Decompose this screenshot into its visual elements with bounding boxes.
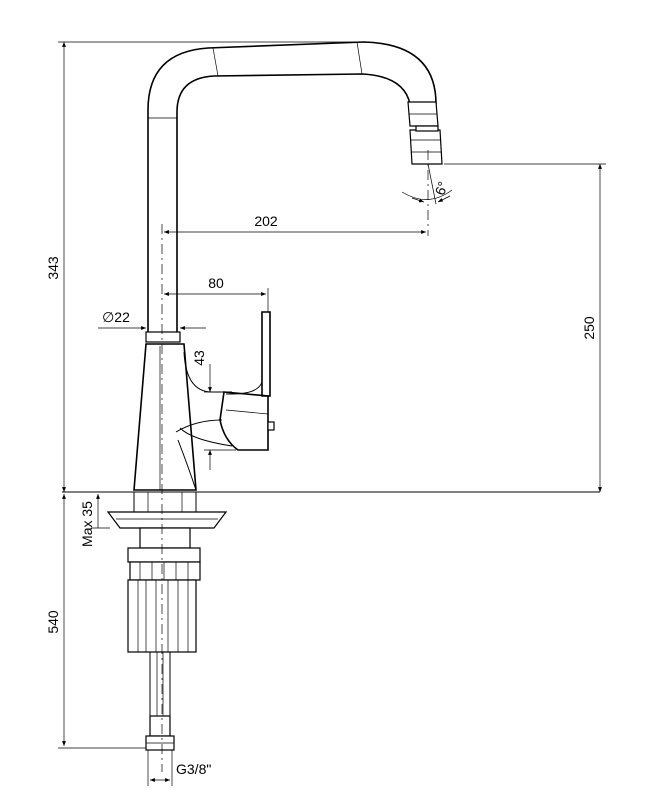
- dim-connection-label: G3/8": [176, 761, 211, 777]
- dim-aerator-angle-label: 6°: [431, 179, 451, 197]
- dim-max-deck-label: Max 35: [79, 501, 95, 547]
- dim-below-deck: 540: [45, 494, 146, 749]
- dim-handle-height: 43: [191, 350, 236, 470]
- dim-outlet-height-label: 250: [581, 316, 597, 340]
- dim-outlet-height: 250: [444, 163, 606, 492]
- dim-body-diameter-label: ∅22: [102, 309, 130, 325]
- dim-total-height: 343: [45, 41, 364, 492]
- dim-below-deck-label: 540: [45, 610, 61, 634]
- dim-spout-reach-label: 202: [254, 213, 278, 229]
- dim-body-diameter: ∅22: [98, 309, 206, 330]
- dim-max-deck: Max 35: [79, 494, 110, 547]
- dim-spout-reach: 202: [164, 213, 426, 234]
- dim-handle-reach: 80: [164, 275, 269, 312]
- dim-aerator-angle: 6°: [401, 163, 453, 205]
- faucet-outline: [62, 41, 600, 772]
- dim-connection: G3/8": [147, 750, 211, 786]
- dim-handle-reach-label: 80: [208, 275, 224, 291]
- dim-total-height-label: 343: [45, 256, 61, 280]
- dim-handle-height-label: 43: [191, 350, 207, 366]
